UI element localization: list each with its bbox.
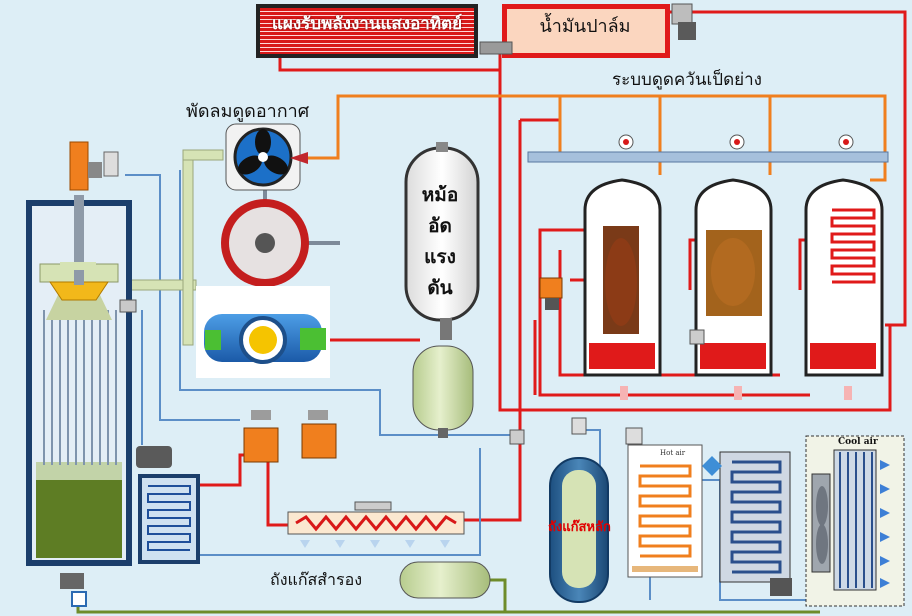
- fan-icon: [225, 123, 308, 191]
- pressure-vessel-label-2: อัด: [428, 215, 452, 237]
- radiator-icon: [702, 451, 791, 583]
- pressure-vessel: [404, 142, 480, 340]
- digester-top-valve: [69, 141, 119, 191]
- biogas-digester: [26, 195, 132, 566]
- buffer-tank: [412, 345, 474, 438]
- main-gas-tank-label: ถังแก๊สหลัก: [548, 520, 611, 535]
- gauge-icon: [618, 134, 854, 150]
- pressure-valve: [539, 277, 563, 310]
- solar-collector: [256, 4, 478, 58]
- smoke-exhaust-manifold: [527, 151, 889, 163]
- smoking-system-label: ระบบดูดควันเป็ดย่าง: [612, 70, 762, 90]
- oven-drain-arrows: [620, 386, 852, 400]
- reserve-gas-tank-label: ถังแก๊สสำรอง: [270, 570, 363, 589]
- smoking-oven-3: [804, 178, 884, 377]
- cooling-fan-icon: [811, 473, 831, 573]
- pressure-vessel-label-3: แรง: [424, 246, 456, 268]
- heat-exchanger-left: [138, 474, 200, 564]
- orange-warm-lines: [300, 94, 887, 182]
- valve-icon: [479, 3, 696, 55]
- pulley-wheel: [221, 199, 309, 287]
- main-gas-tank: [549, 417, 609, 603]
- solar-collector-label: แผงรับพลังงานแสงอาทิตย์: [271, 14, 463, 34]
- air-fan-label: พัดลมดูดอากาศ: [186, 101, 310, 122]
- pressure-vessel-label-4: ดัน: [427, 277, 453, 299]
- hot-air-label: Hot air: [660, 449, 686, 457]
- pump-icon: [60, 299, 172, 607]
- vacuum-pump: [196, 286, 330, 378]
- hot-air-radiator: [627, 444, 703, 578]
- cool-air-label: Cool air: [838, 437, 878, 447]
- control-valves: [509, 329, 792, 596]
- roast-duck-image: [605, 238, 755, 326]
- pressure-vessel-label-1: หม้อ: [421, 184, 459, 206]
- reserve-gas-tank: [399, 561, 491, 599]
- palm-oil-tank: [502, 4, 670, 58]
- gas-regulator: [243, 410, 337, 463]
- gas-burner: [287, 501, 465, 548]
- palm-oil-label: น้ำมันปาล์ม: [539, 16, 631, 37]
